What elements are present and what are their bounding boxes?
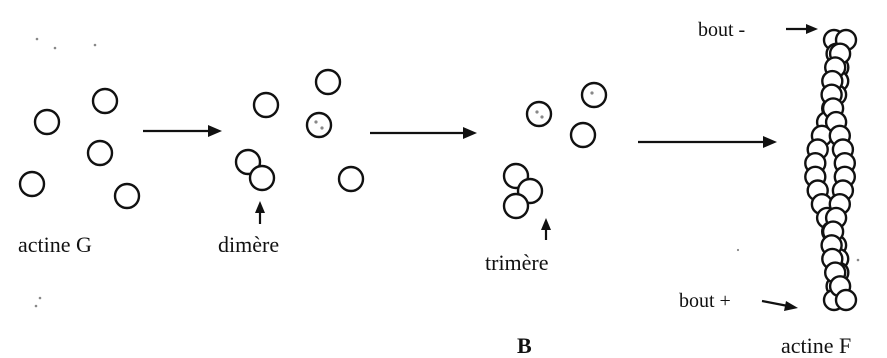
monomer <box>86 139 114 167</box>
monomer <box>580 81 608 109</box>
label-actine-g: actine G <box>18 232 92 257</box>
trimer-pointer-arrow <box>541 218 551 240</box>
trimer-subunit <box>502 192 530 220</box>
label-trimere: trimère <box>485 250 549 275</box>
monomer <box>252 91 280 119</box>
panel-letter: B <box>517 333 532 358</box>
scan-specks <box>34 37 860 308</box>
monomer <box>305 111 333 139</box>
trimer-stage-monomers <box>525 81 608 149</box>
g-actin-monomers <box>18 87 141 210</box>
monomer <box>91 87 119 115</box>
monomer <box>33 108 61 136</box>
monomer <box>113 182 141 210</box>
label-bout-minus: bout - <box>698 19 745 41</box>
arrow-dimer-to-trimer <box>370 127 477 139</box>
minus-end-arrow <box>786 24 818 34</box>
arrow-monomers-to-dimer <box>143 125 222 137</box>
monomer <box>337 165 365 193</box>
monomer <box>18 170 46 198</box>
label-dimere: dimère <box>218 232 279 257</box>
arrow-trimer-to-filament <box>638 136 777 148</box>
f-actin-filament <box>804 28 858 312</box>
dimer-stage-monomers <box>252 68 365 193</box>
monomer <box>569 121 597 149</box>
filament-subunit <box>834 288 858 312</box>
label-actine-f: actine F <box>781 333 851 358</box>
label-bout-plus: bout + <box>679 290 731 312</box>
monomer <box>525 100 553 128</box>
dimer <box>234 148 276 192</box>
monomer <box>314 68 342 96</box>
dimer-pointer-arrow <box>255 201 265 224</box>
plus-end-arrow <box>761 299 798 311</box>
dimer-subunit <box>248 164 276 192</box>
trimer <box>502 162 544 220</box>
